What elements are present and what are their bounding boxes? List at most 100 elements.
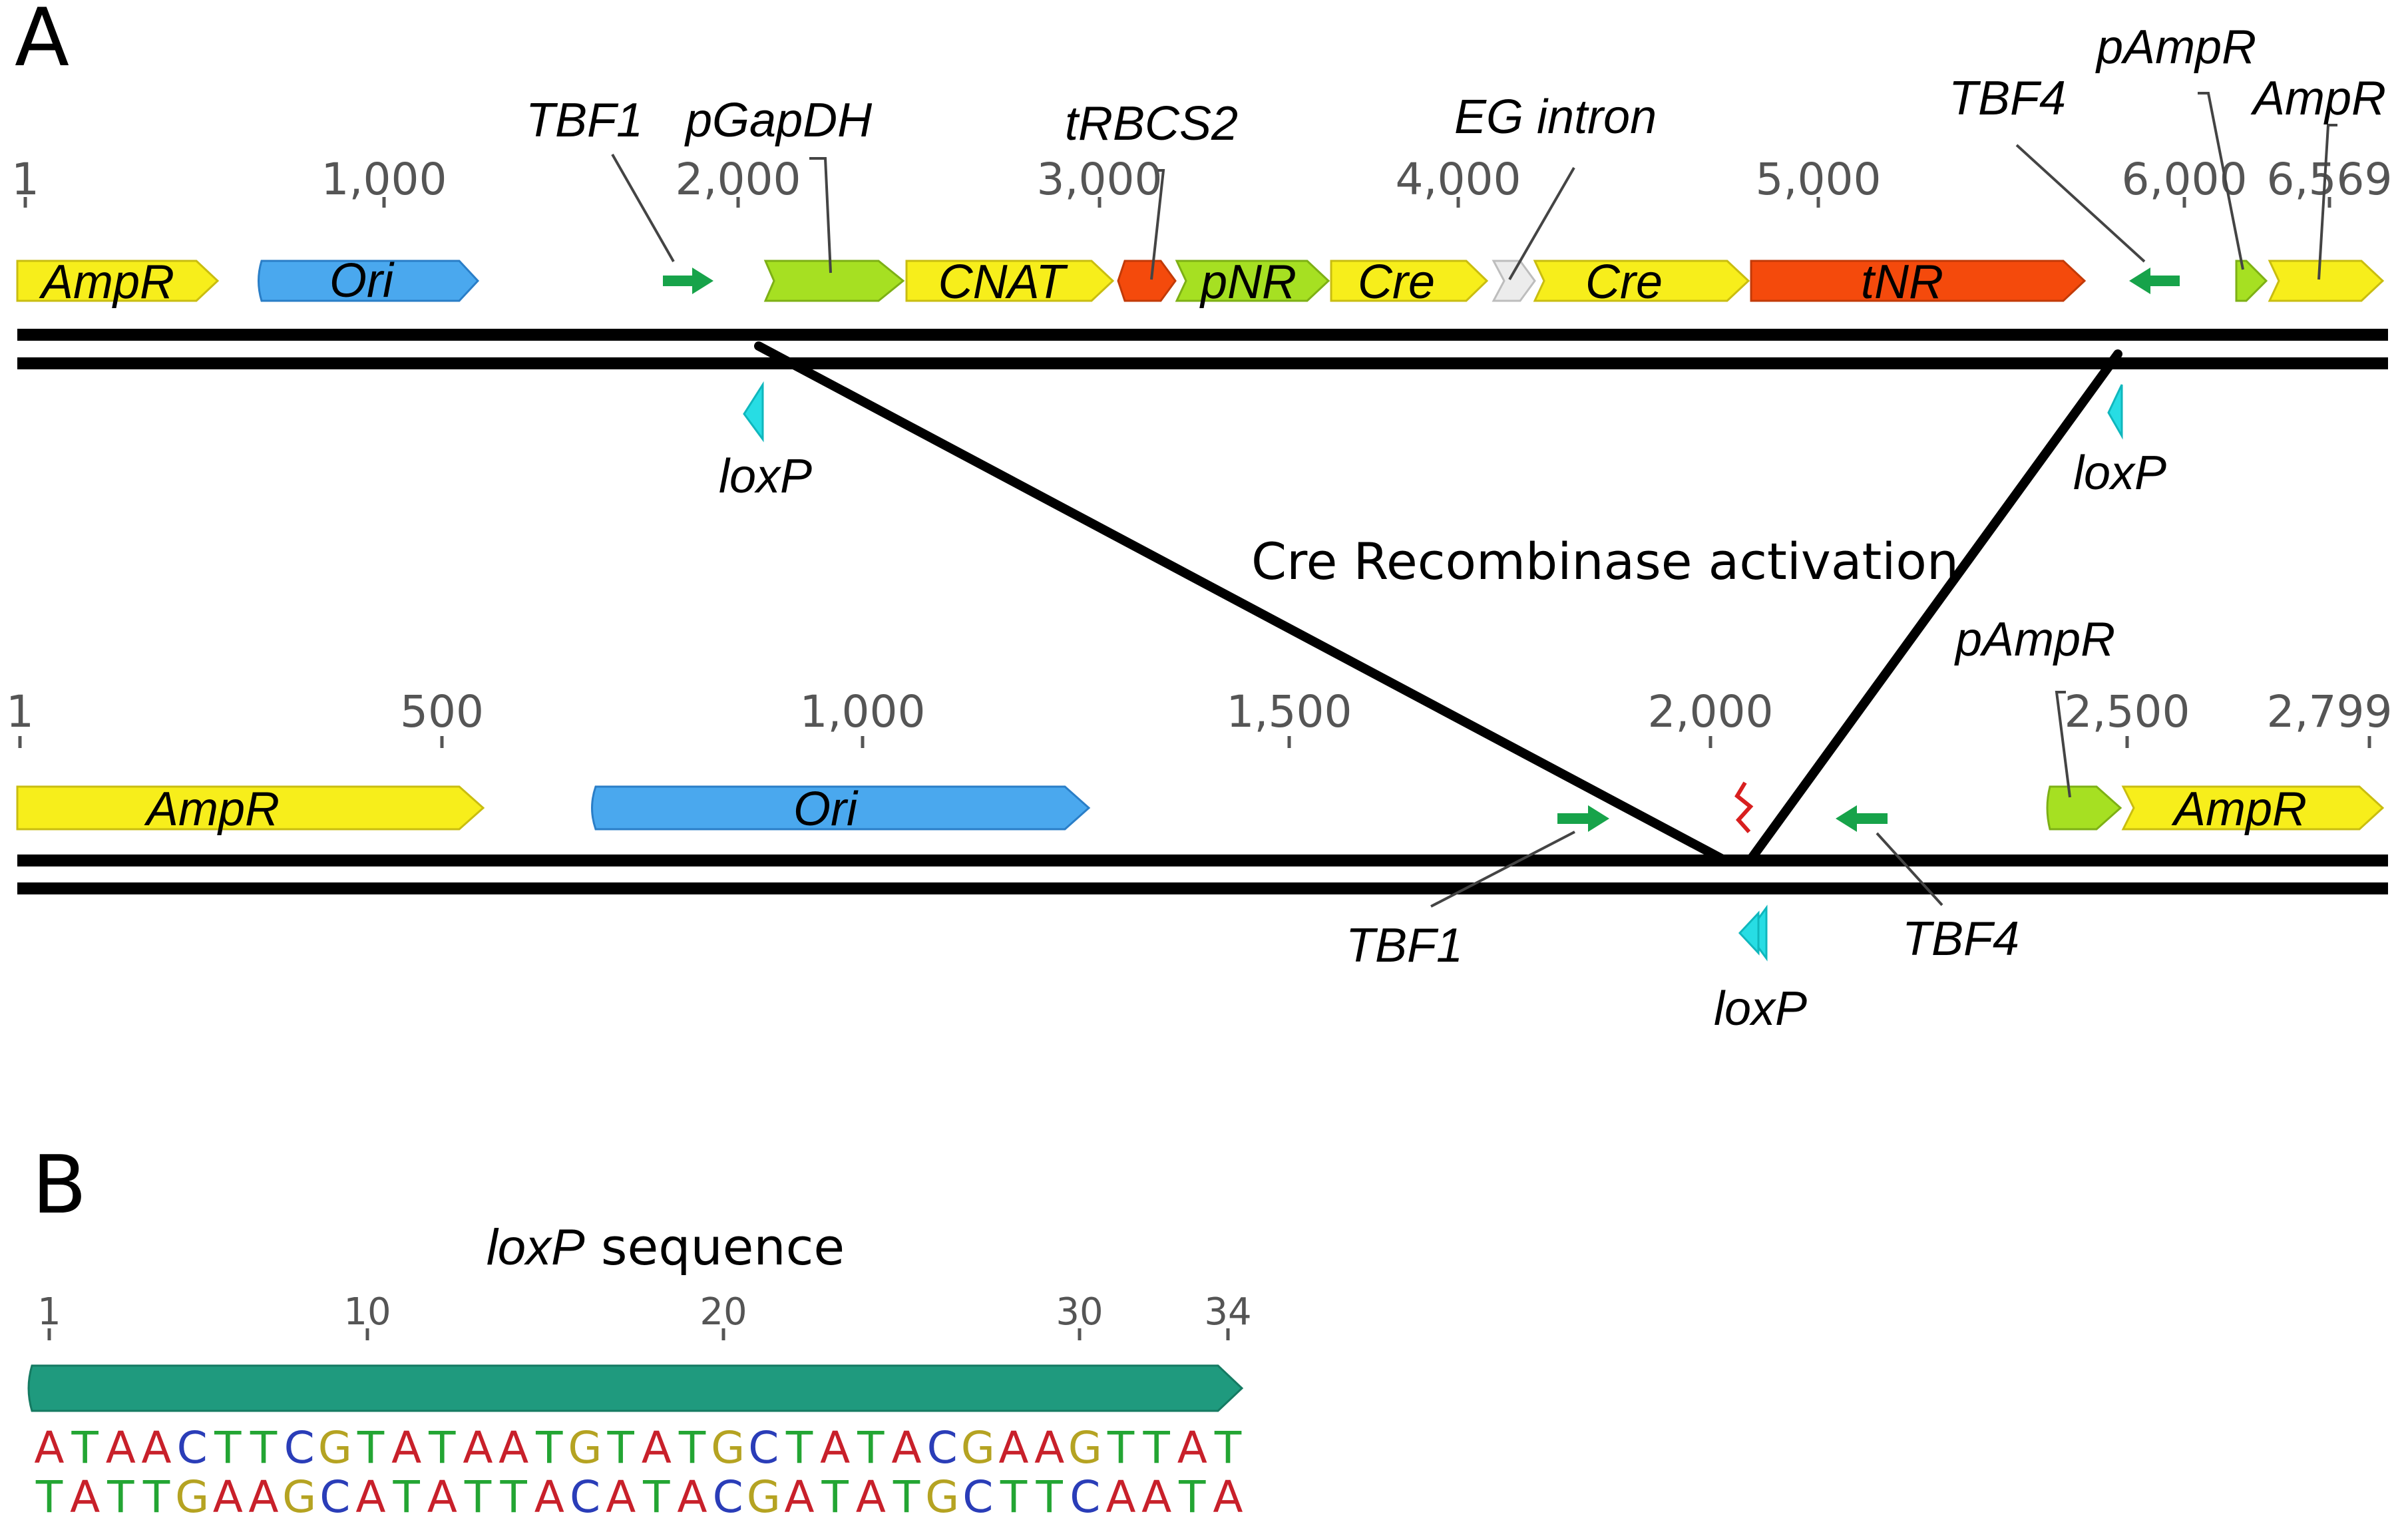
loxp-top-base: T — [857, 1422, 885, 1473]
top-ruler-tick-label: 3,000 — [1037, 154, 1163, 205]
feature-cnat — [905, 260, 1115, 302]
panel-b-label: B — [32, 1139, 87, 1232]
loxp-top-base: T — [250, 1422, 278, 1473]
loxp-bottom-base: T — [142, 1471, 170, 1523]
callout-egintron: EG intron — [1454, 91, 1657, 144]
feature-egintron — [1492, 260, 1536, 302]
bottom-callout-labels: pAmpR TBF1 TBF4 loxP — [1346, 613, 2115, 1036]
callout-line-b-pampr — [2055, 691, 2071, 798]
loxp-bottom-base: G — [282, 1471, 316, 1523]
top-feature-labels: AmpR Ori CNAT pNR Cre Cre tNR — [39, 254, 1943, 309]
primer-tbf1-arrow — [663, 268, 713, 294]
bottom-strand-upper — [17, 855, 2388, 866]
loxp-top-base: C — [177, 1422, 208, 1473]
loxp-top-base: T — [214, 1422, 242, 1473]
callout-line-trbcs2 — [1150, 169, 1165, 280]
callout-b-tbf4: TBF4 — [1902, 912, 2019, 966]
loxp-top-base: T — [678, 1422, 706, 1473]
loxp-top-base: G — [961, 1422, 995, 1473]
bottom-ruler-tick-label: 500 — [400, 686, 484, 737]
loxp-bottom-base: G — [747, 1471, 781, 1523]
callout-line-pgapdh — [809, 157, 832, 274]
callout-line-tbf4 — [2015, 144, 2146, 263]
loxp-top-base: G — [568, 1422, 602, 1473]
loxp-top-base: A — [499, 1422, 528, 1473]
loxp-bottom-base: A — [248, 1471, 278, 1523]
loxp-bottom-base: G — [925, 1471, 959, 1523]
panel-a-label: A — [15, 0, 69, 85]
top-ruler-tick-label: 1,000 — [321, 154, 447, 205]
loxp-top-base: T — [428, 1422, 456, 1473]
bottom-ruler-tick-label: 2,500 — [2065, 686, 2190, 737]
loxp-marker-left — [743, 381, 764, 443]
primer-tbf4-arrow — [2129, 268, 2180, 294]
loxp-top-base: T — [1143, 1422, 1171, 1473]
callout-line-pampr — [2198, 92, 2244, 270]
top-features — [16, 260, 2385, 302]
feature-label-pnr: pNR — [1199, 256, 1297, 309]
loxp-top-base: T — [535, 1422, 563, 1473]
bottom-feature-labels: AmpR Ori AmpR — [144, 783, 2307, 836]
top-ruler-tick-label: 4,000 — [1396, 154, 1521, 205]
feature-b-ori — [591, 785, 1091, 831]
callout-tbf4: TBF4 — [1949, 72, 2066, 125]
loxp-top-base: T — [357, 1422, 385, 1473]
loxp-bottom-base: A — [355, 1471, 385, 1523]
top-ruler-tick-label: 1 — [11, 154, 39, 205]
loxp-top-base: A — [141, 1422, 171, 1473]
top-ruler-tick-label: 2,000 — [676, 154, 801, 205]
loxp-top-base: A — [106, 1422, 136, 1473]
loxp-bottom-base: T — [393, 1471, 421, 1523]
recombination-line-right — [1746, 349, 2122, 864]
panel-b-ruler-tick-label: 1 — [37, 1290, 61, 1334]
loxp-bottom-base: C — [319, 1471, 350, 1523]
top-ruler: 1 1,000 2,000 3,000 4,000 5,000 6,000 6,… — [11, 154, 2392, 208]
panel-b-ruler-tick-label: 10 — [343, 1290, 391, 1334]
top-loxp-sites — [743, 381, 2123, 443]
loxp-bottom-base: T — [1036, 1471, 1064, 1523]
loxp-top-base: A — [463, 1422, 493, 1473]
top-dna-strands — [17, 329, 2388, 369]
callout-b-loxp: loxP — [1714, 982, 1807, 1036]
bottom-ruler-tick-label: 2,000 — [1648, 686, 1774, 737]
feature-trbcs2 — [1117, 260, 1177, 302]
callout-b-tbf1: TBF1 — [1346, 919, 1463, 972]
loxp-bottom-base: A — [784, 1471, 814, 1523]
loxp-top-base: A — [391, 1422, 421, 1473]
bottom-ruler: 1 500 1,000 1,500 2,000 2,500 2,799 — [6, 686, 2392, 748]
loxp-feature-bar — [27, 1364, 1244, 1412]
bottom-strand-lower — [17, 882, 2388, 894]
feature-label-cre2: Cre — [1585, 256, 1663, 309]
loxp-bottom-base: T — [464, 1471, 492, 1523]
loxp-bottom-base: T — [1000, 1471, 1028, 1523]
loxp-top-base: A — [820, 1422, 850, 1473]
feature-ori — [258, 260, 480, 302]
loxp-bottom-base: A — [70, 1471, 100, 1523]
loxp-bottom-base: C — [570, 1471, 600, 1523]
loxp-top-base: A — [1034, 1422, 1064, 1473]
bottom-dna-strands — [17, 855, 2388, 894]
loxp-bottom-base: A — [534, 1471, 564, 1523]
feature-label-cre1: Cre — [1358, 256, 1435, 309]
loxp-bottom-base: T — [893, 1471, 920, 1523]
panel-b-title-italic: loxP — [487, 1219, 585, 1276]
feature-label-ampr1: AmpR — [39, 256, 174, 309]
top-primers — [663, 268, 2180, 294]
loxp-bottom-base: T — [500, 1471, 528, 1523]
loxp-bottom-base: T — [1178, 1471, 1206, 1523]
feature-pnr — [1175, 260, 1330, 302]
recombination-lines — [754, 341, 2122, 864]
loxp-bottom-base: C — [713, 1471, 743, 1523]
panel-b-ruler: 1 10 20 30 34 — [37, 1290, 1252, 1340]
loxp-bottom-base: C — [962, 1471, 993, 1523]
feature-pgapdh — [763, 260, 905, 302]
feature-b-ampr2 — [2121, 785, 2385, 831]
callout-tbf1: TBF1 — [526, 94, 643, 147]
callout-pgapdh: pGapDH — [684, 94, 873, 147]
panel-b-title: loxP sequence — [487, 1217, 845, 1276]
panel-b-ruler-tick-label: 34 — [1204, 1290, 1251, 1334]
top-strand-upper — [17, 329, 2388, 341]
loxp-top-base: C — [284, 1422, 315, 1473]
feature-ampr1 — [16, 260, 220, 302]
